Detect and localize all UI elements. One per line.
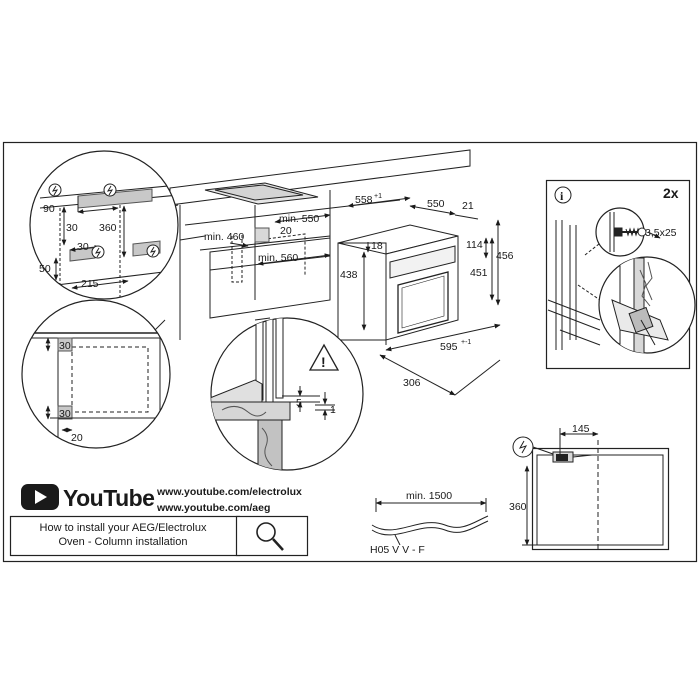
dim-595: 595 xyxy=(440,341,458,353)
url-electrolux[interactable]: www.youtube.com/electrolux xyxy=(156,486,302,498)
screw-fixing-panel: i 2x xyxy=(545,179,696,370)
search-icon xyxy=(256,522,284,551)
section-leader-line xyxy=(154,319,166,331)
cable-detail: min. 1500 H05 V V - F xyxy=(370,490,489,556)
dim-595-tol: +-1 xyxy=(461,339,471,346)
dim-306: 306 xyxy=(403,377,421,389)
dim-456: 456 xyxy=(496,250,514,262)
info-line-1: How to install your AEG/Electrolux xyxy=(40,522,207,534)
warning-icon: ! xyxy=(321,354,326,370)
dim-min-560: min. 560 xyxy=(258,252,298,264)
search-box[interactable] xyxy=(9,515,241,557)
dim-360-detail: 360 xyxy=(99,222,117,234)
dim-30-a: 30 xyxy=(66,222,78,234)
electric-hazard-icon xyxy=(149,246,157,257)
dim-145: 145 xyxy=(572,423,590,435)
dim-30-section-top: 30 xyxy=(59,340,71,352)
dim-18: 18 xyxy=(371,240,383,252)
cabinet-dimensions: min. 460 min. 550 20 min. 560 xyxy=(204,213,331,266)
dim-20-section: 20 xyxy=(71,432,83,444)
cable-length: min. 1500 xyxy=(406,490,452,502)
screw-size-label: 3,5x25 xyxy=(645,227,677,239)
oven-dimensions: 558 +1 550 21 18 438 114 451 456 595 +-1… xyxy=(340,193,514,396)
dim-90: 90 xyxy=(43,203,55,215)
dim-30-section-bottom: 30 xyxy=(59,408,71,420)
play-icon xyxy=(35,490,47,504)
door-gap-detail: ! 5 1 xyxy=(210,317,364,471)
dim-558: 558 xyxy=(355,194,373,206)
electric-hazard-icon xyxy=(518,440,528,454)
youtube-wordmark: YouTube xyxy=(63,485,154,511)
gap-leader-line xyxy=(254,317,271,321)
dim-438: 438 xyxy=(340,269,358,281)
search-button[interactable] xyxy=(235,515,309,557)
cabinet-section-detail: 30 30 20 xyxy=(21,299,171,449)
dim-114: 114 xyxy=(466,239,483,251)
dim-1: 1 xyxy=(330,404,336,416)
dim-21: 21 xyxy=(462,200,474,212)
back-view: 145 360 xyxy=(509,423,670,551)
electric-hazard-icon xyxy=(51,185,59,196)
dim-min-550: min. 550 xyxy=(279,213,319,225)
dim-215: 215 xyxy=(81,278,99,290)
dim-5: 5 xyxy=(296,397,302,409)
dim-451: 451 xyxy=(470,267,488,279)
info-line-2: Oven - Column installation xyxy=(58,536,187,548)
dim-min-460: min. 460 xyxy=(204,231,244,243)
info-icon: i xyxy=(560,189,564,203)
electric-hazard-icon xyxy=(106,185,114,196)
youtube-block[interactable]: YouTube www.youtube.com/electrolux www.y… xyxy=(9,484,309,557)
quantity-badge: 2x xyxy=(663,185,679,201)
dim-50: 50 xyxy=(39,263,51,275)
outer-frame xyxy=(2,141,698,563)
dim-20-cabinet: 20 xyxy=(280,225,292,237)
url-aeg[interactable]: www.youtube.com/aeg xyxy=(156,502,270,514)
electrical-box-detail: 90 30 360 30 50 215 xyxy=(29,150,179,300)
cable-type: H05 V V - F xyxy=(370,544,425,556)
dim-30-b: 30 xyxy=(77,241,89,253)
electric-hazard-icon xyxy=(94,247,102,258)
dim-360-back: 360 xyxy=(509,501,527,513)
dim-558-tol: +1 xyxy=(374,193,382,200)
oven-drawing xyxy=(337,224,459,345)
dim-550: 550 xyxy=(427,198,445,210)
